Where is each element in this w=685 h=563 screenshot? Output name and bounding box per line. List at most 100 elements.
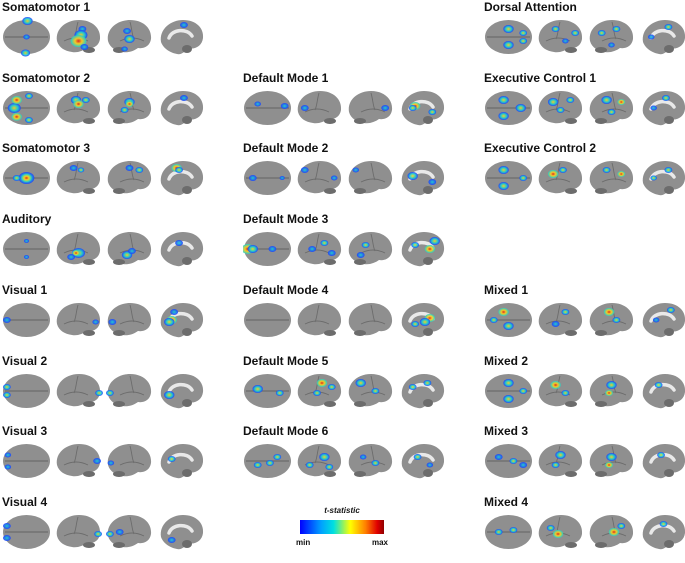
activation-blob [650,175,657,181]
activation-blob [67,254,76,260]
activation-blob [108,319,117,325]
cortex-surface [589,374,634,407]
activation-blob [266,460,274,466]
cortex-surface [107,515,152,548]
brain-left-lateral-view [297,374,342,407]
cortex-surface [297,374,342,407]
activation-blob [3,392,11,398]
activation-blob [498,182,509,190]
cortex-surface [297,444,342,477]
activation-blob [546,525,555,531]
activation-blob [608,528,620,536]
activation-blob [561,390,570,396]
activation-blob [559,167,567,173]
brain-right-lateral-view [107,161,152,194]
cortex-surface [297,91,342,124]
brain-medial-view [642,374,685,409]
cortex-surface [348,444,393,477]
activation-blob [22,17,33,25]
activation-blob [662,95,670,101]
network-panel: Default Mode 1 [243,71,458,139]
activation-blob [313,390,321,396]
activation-blob [617,523,626,529]
activation-blob [305,462,314,468]
activation-blob [606,381,617,389]
brain-right-lateral-view [348,444,393,477]
brain-left-lateral-view [297,91,342,124]
network-panel: Default Mode 4 [243,283,458,351]
activation-blob [3,384,11,390]
activation-blob [21,174,32,182]
activation-blob [605,462,613,468]
activation-blob [666,307,675,313]
brain-dorsal-view [485,515,532,549]
activation-blob [498,166,509,174]
network-panel: Visual 3 [2,424,217,492]
cortex-surface [56,444,101,477]
activation-blob [413,454,422,460]
cortex-surface [589,91,634,124]
brain-right-lateral-view [589,303,634,336]
brain-medial-view [642,91,685,126]
cortex-surface [56,303,101,336]
cortex-surface [3,515,50,549]
activation-blob [361,242,370,248]
network-panel: Executive Control 1 [484,71,685,139]
activation-blob [12,175,21,181]
brain-left-lateral-view [538,303,583,336]
brain-right-lateral-view [589,20,634,53]
cortex-surface [401,161,445,196]
network-title: Visual 3 [2,424,48,438]
activation-blob [606,453,617,461]
activation-blob [273,454,282,460]
brain-left-lateral-view [56,91,101,124]
activation-blob [551,321,560,327]
cortex-surface [485,515,532,549]
cortex-surface [538,303,583,336]
cortex-surface [642,91,685,126]
activation-blob [180,22,188,28]
cortex-surface [401,444,445,479]
activation-blob [128,248,136,254]
cortex-surface [56,374,101,407]
activation-blob [254,101,261,107]
network-title: Visual 2 [2,354,48,368]
network-title: Executive Control 1 [484,71,597,85]
brain-dorsal-view [485,444,532,478]
activation-blob [72,250,80,256]
cortex-surface [348,374,393,407]
cortex-surface [538,374,583,407]
cortex-surface [589,303,634,336]
brain-dorsal-view [485,91,532,125]
brain-medial-view [160,232,204,267]
network-panel: Somatomotor 3 [2,141,217,209]
activation-blob [498,308,509,316]
activation-blob [428,179,437,185]
activation-blob [561,309,570,315]
activation-blob [175,167,183,173]
activation-blob [327,250,336,256]
activation-blob [601,96,612,104]
cortex-surface [244,303,291,337]
brain-right-lateral-view [589,374,634,407]
activation-blob [167,456,176,462]
brain-dorsal-view [485,303,532,337]
network-title: Mixed 1 [484,283,529,297]
cortex-surface [160,374,204,409]
cortex-surface [107,91,152,124]
brain-dorsal-view [244,444,291,478]
brain-right-lateral-view [107,20,152,53]
brain-medial-view [160,161,204,196]
activation-blob [659,521,668,527]
cortex-surface [160,515,204,550]
brain-medial-view [401,374,445,409]
activation-blob [23,255,30,259]
activation-blob [125,101,134,107]
network-title: Mixed 3 [484,424,529,438]
brain-dorsal-view [3,91,50,125]
brain-dorsal-view [3,303,50,337]
activation-blob [617,99,626,105]
cortex-surface [642,444,685,479]
network-panel: Visual 4 [2,495,217,563]
cortex-surface [297,161,342,194]
